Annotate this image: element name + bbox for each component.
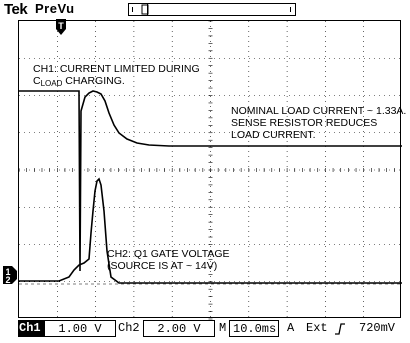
load-annotation-line2: SENSE RESISTOR REDUCES — [231, 117, 378, 129]
ch1-label[interactable]: Ch1 — [18, 320, 45, 337]
acquisition-mode: PreVu — [35, 1, 75, 16]
ch1-annotation: CH1: CURRENT LIMITED DURING CLOAD CHARGI… — [33, 63, 200, 90]
load-annotation-line1: NOMINAL LOAD CURRENT ~ 1.33A. — [231, 105, 407, 117]
ch1-annotation-line2: CLOAD CHARGING. — [33, 75, 125, 88]
ground-reference-marker[interactable]: 1 2 — [3, 266, 17, 285]
acquisition-label: A — [287, 321, 295, 335]
trigger-source[interactable]: Ext — [306, 321, 328, 335]
scope-header: Tek PreVu — [0, 0, 410, 20]
ch1-annotation-line1: CH1: CURRENT LIMITED DURING — [33, 63, 200, 75]
trigger-point-marker[interactable]: T — [55, 18, 67, 36]
record-position-bar[interactable] — [128, 3, 296, 16]
svg-text:T: T — [58, 21, 64, 31]
svg-text:2: 2 — [5, 275, 10, 285]
waveform-display[interactable]: CH1: CURRENT LIMITED DURING CLOAD CHARGI… — [18, 20, 406, 320]
ch2-annotation: CH2: Q1 GATE VOLTAGE (SOURCE IS AT ~ 14V… — [107, 248, 230, 272]
timebase-label: M — [219, 321, 227, 335]
svg-text:1: 1 — [5, 267, 10, 277]
ch2-annotation-line1: CH2: Q1 GATE VOLTAGE — [107, 248, 230, 260]
ch2-gate-voltage-trace — [19, 177, 402, 284]
rising-edge-icon — [335, 323, 345, 335]
scope-status-bar: Ch1 1.00 V Ch2 2.00 V M 10.0ms A Ext 720… — [0, 318, 410, 343]
brand-logo: Tek — [4, 1, 28, 18]
timebase-scale[interactable]: 10.0ms — [229, 320, 279, 337]
ch2-scale[interactable]: 2.00 V — [143, 320, 215, 337]
ch2-label[interactable]: Ch2 — [118, 321, 140, 335]
load-current-annotation: NOMINAL LOAD CURRENT ~ 1.33A. SENSE RESI… — [231, 105, 406, 141]
record-window-icon — [141, 4, 149, 15]
load-annotation-line3: LOAD CURRENT. — [231, 129, 316, 141]
ch1-scale[interactable]: 1.00 V — [44, 320, 116, 337]
trigger-level[interactable]: 720mV — [359, 321, 396, 335]
ch1-current-trace — [19, 90, 402, 272]
waveform-graticule — [18, 20, 402, 320]
ch2-annotation-line2: (SOURCE IS AT ~ 14V) — [107, 260, 218, 272]
